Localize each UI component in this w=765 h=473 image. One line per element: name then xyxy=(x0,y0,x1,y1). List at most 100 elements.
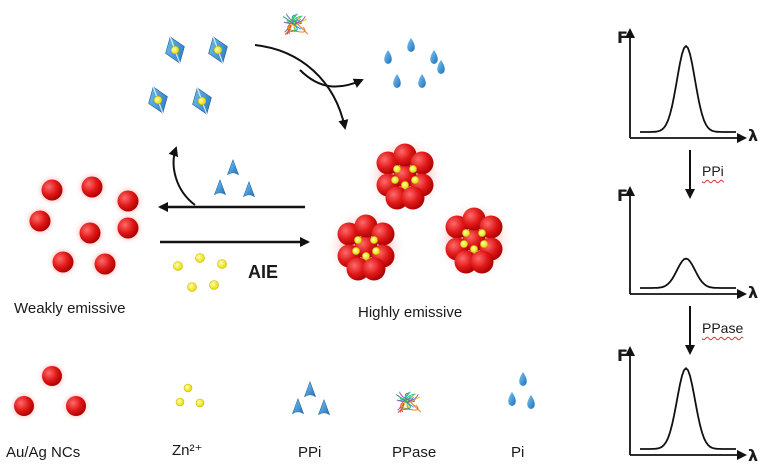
enzyme-strand xyxy=(293,18,307,33)
ppi-triangles-middle xyxy=(213,158,256,198)
zn-dot xyxy=(195,253,205,263)
zn-dot xyxy=(362,252,370,260)
enzyme-strand xyxy=(395,394,411,410)
zn-dot xyxy=(372,247,380,255)
legend-label-pi: Pi xyxy=(511,444,525,461)
spectrum-3-y-label: F xyxy=(617,346,628,365)
arrow-curve-top xyxy=(254,44,349,130)
arrow-curve-up xyxy=(168,146,196,206)
nc-sphere xyxy=(29,210,51,232)
reaction-arrows xyxy=(158,44,364,247)
pi-droplet xyxy=(430,50,438,64)
ppi-triangle xyxy=(213,178,227,196)
enzyme-strand xyxy=(404,391,415,408)
zn-dot xyxy=(401,181,409,189)
legend-label-ppase: PPase xyxy=(392,444,437,461)
nc-sphere xyxy=(346,257,370,281)
pi-droplet xyxy=(527,395,535,409)
zn-dot xyxy=(173,261,183,271)
enzyme-tangle xyxy=(282,13,309,35)
ppi-triangle xyxy=(317,398,331,416)
enzyme-strand xyxy=(399,392,410,400)
weakly-emissive-ncs xyxy=(23,170,145,281)
zn-dot xyxy=(411,176,419,184)
enzyme-strand xyxy=(406,396,420,411)
legend-icons xyxy=(8,360,535,422)
ppi-triangle xyxy=(303,380,317,398)
step-label-ppase: PPase xyxy=(702,320,744,336)
zn-dot xyxy=(462,229,470,237)
spectrum-2-x-label: λ xyxy=(748,283,759,302)
zn-dot xyxy=(393,165,401,173)
nc-sphere xyxy=(66,396,86,416)
complex-diamond xyxy=(208,36,228,64)
enzyme-tangle xyxy=(395,391,422,413)
complex-diamond xyxy=(165,36,185,64)
ppi-triangle xyxy=(291,397,305,415)
enzyme-strand xyxy=(282,16,298,32)
spectra-panels xyxy=(625,28,747,460)
enzyme-strand xyxy=(283,21,303,25)
arrow-branch-pi xyxy=(299,69,364,88)
zn-dot xyxy=(370,236,378,244)
zn-dot xyxy=(409,165,417,173)
enzyme-strand xyxy=(402,404,419,411)
ppi-triangle xyxy=(226,158,240,176)
zn-dot xyxy=(470,245,478,253)
zn-dot xyxy=(478,229,486,237)
ppase-enzyme-top xyxy=(282,13,309,35)
spectrum-curve xyxy=(640,257,736,289)
nc-sphere xyxy=(81,176,103,198)
nc-sphere xyxy=(42,366,62,386)
zn-dot xyxy=(197,96,207,106)
nc-sphere xyxy=(362,257,386,281)
zn-dot xyxy=(195,398,205,408)
pi-droplet xyxy=(418,74,426,88)
highly-emissive-clusters xyxy=(326,136,514,287)
enzyme-strand xyxy=(289,26,306,33)
pi-droplet xyxy=(407,38,415,52)
enzyme-strand xyxy=(397,402,404,413)
spectrum-1-y-label: F xyxy=(617,28,628,47)
zn-dot xyxy=(352,247,360,255)
zn-dot xyxy=(460,240,468,248)
weakly-emissive-label: Weakly emissive xyxy=(14,300,126,317)
complex-diamond xyxy=(148,86,168,114)
enzyme-strand xyxy=(286,13,306,23)
nc-sphere xyxy=(79,222,101,244)
zn-dots-middle xyxy=(173,253,227,292)
enzyme-strand xyxy=(396,399,416,403)
zn-dot xyxy=(187,282,197,292)
ppi-triangle xyxy=(242,180,256,198)
enzyme-strand xyxy=(284,24,291,35)
zn-dot xyxy=(183,383,193,393)
enzyme-strand xyxy=(399,391,419,401)
nc-sphere xyxy=(454,250,478,274)
nc-sphere xyxy=(41,179,63,201)
zn-dot xyxy=(213,45,223,55)
nc-sphere xyxy=(117,190,139,212)
spectrum-1-x-label: λ xyxy=(748,126,759,145)
step-label-ppi: PPi xyxy=(702,163,724,179)
pi-droplet xyxy=(393,74,401,88)
zn-dot xyxy=(480,240,488,248)
pi-droplets-top xyxy=(384,38,445,88)
zn-dot xyxy=(209,280,219,290)
complex-diamonds xyxy=(148,36,228,115)
legend-label-ppi: PPi xyxy=(298,444,322,461)
enzyme-strand xyxy=(291,13,302,30)
legend-label-nc: Au/Ag NCs xyxy=(6,444,81,461)
spectrum-curve xyxy=(640,367,736,450)
nc-sphere xyxy=(52,251,74,273)
spectrum-3-x-label: λ xyxy=(748,446,759,465)
legend-label-zn: Zn²⁺ xyxy=(172,442,203,459)
spectrum-curve xyxy=(640,44,736,133)
nc-sphere xyxy=(401,186,425,210)
nc-sphere xyxy=(94,253,116,275)
zn-dot xyxy=(170,45,180,55)
nc-sphere xyxy=(470,250,494,274)
pi-droplet xyxy=(508,392,516,406)
spectrum-2-y-label: F xyxy=(617,186,628,205)
